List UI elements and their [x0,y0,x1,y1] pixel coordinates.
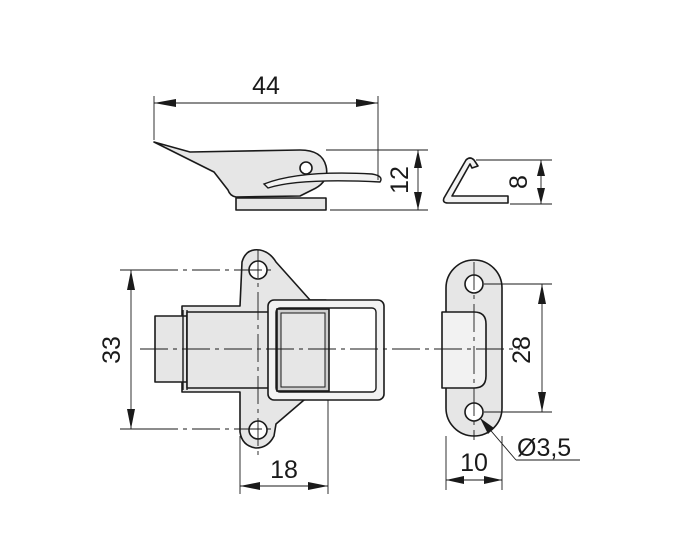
catch-side-view [442,157,509,204]
dimension-base-width-label: 18 [270,456,298,484]
front-lever-body [186,311,274,389]
side-pivot [299,161,313,175]
dimension-height-side: 12 [326,149,428,211]
dimension-base-width: 18 [239,400,329,494]
dimension-overall-height: 33 [98,269,150,430]
dimension-catch-width-label: 10 [460,449,488,477]
dimension-hole-spacing-label: 28 [508,336,536,364]
dimension-catch-height: 8 [476,159,552,205]
dimension-height-side-label: 12 [386,166,414,194]
side-base-plate [235,197,327,211]
catch-front-view [441,259,503,437]
dimension-catch-height-label: 8 [505,175,533,189]
dimension-hole-diameter: Ø3,5 [479,417,580,462]
latch-front-view [154,248,385,449]
catch-bent-profile [442,157,509,204]
dimension-overall-height-label: 33 [98,336,126,364]
dimension-hole-spacing: 28 [484,283,552,413]
latch-side-view [153,141,382,211]
dimension-length: 44 [153,72,379,180]
side-wire-hook [262,172,382,189]
dimension-catch-width: 10 [445,436,503,490]
catch-hook-tab [441,311,487,389]
dimension-length-label: 44 [252,72,280,100]
center-lines [140,250,520,456]
dimension-hole-diameter-label: Ø3,5 [517,434,571,462]
